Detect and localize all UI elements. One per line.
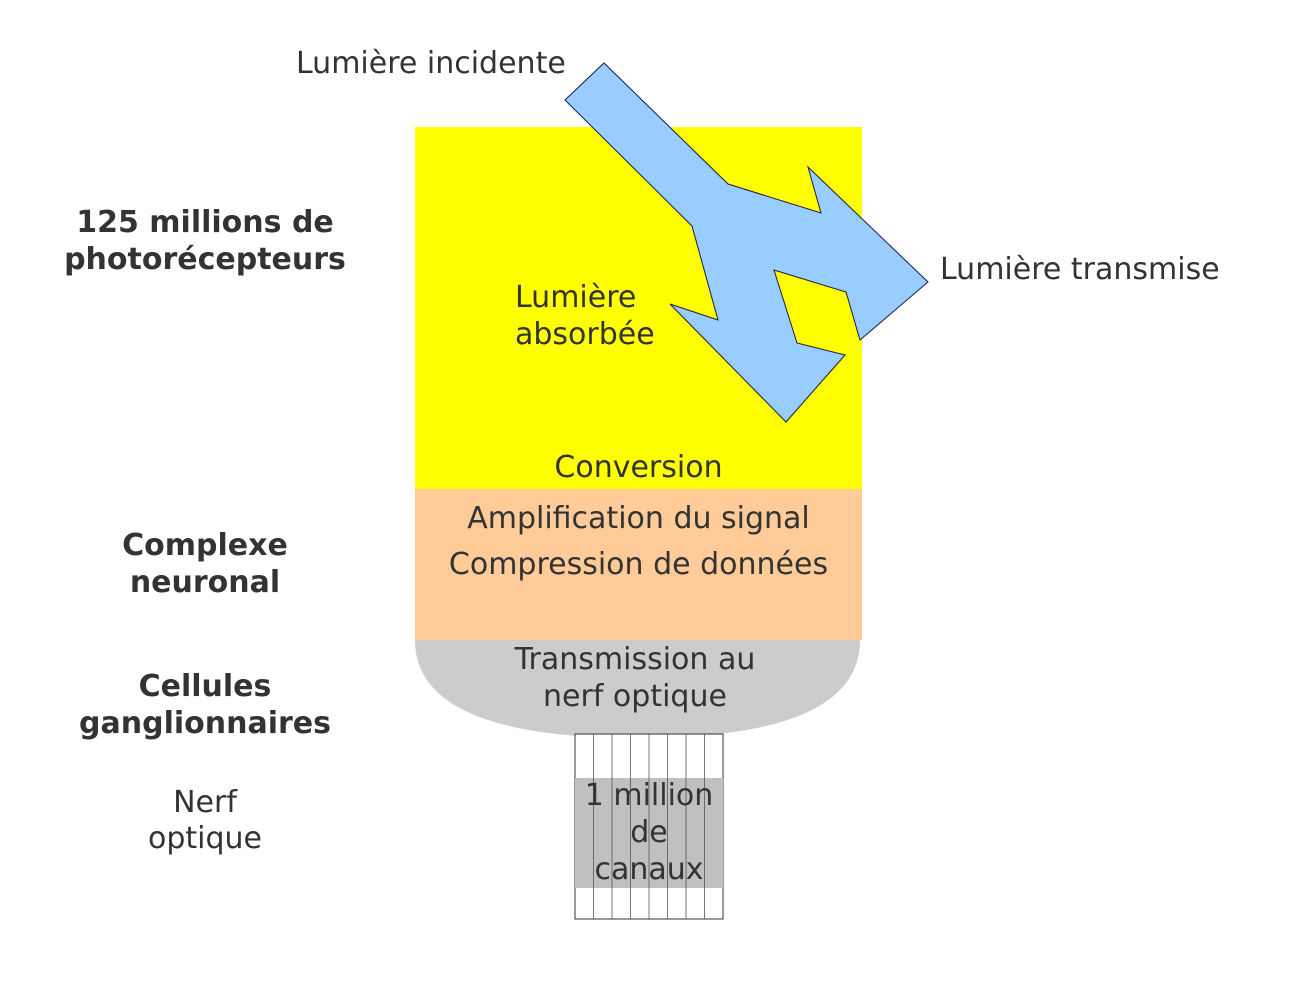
photoreceptors-label-line2: photorécepteurs bbox=[64, 242, 346, 277]
absorbed-light-label-line2: absorbée bbox=[515, 317, 655, 352]
ganglion-cells-label-line2: ganglionnaires bbox=[79, 706, 331, 741]
channels-text-line1: 1 million bbox=[584, 778, 714, 813]
signal-amplification-text: Amplification du signal bbox=[467, 501, 810, 536]
neural-complex-label-line2: neuronal bbox=[129, 565, 281, 600]
optic-nerve-label-line2: optique bbox=[147, 821, 262, 856]
optic-nerve-bundle bbox=[574, 733, 724, 920]
channels-text-line2: de bbox=[630, 815, 668, 850]
conversion-text: Conversion bbox=[554, 450, 723, 485]
transmitted-light-label: Lumière transmise bbox=[940, 252, 1220, 287]
neural-layer-text: Amplification du signal Compression de d… bbox=[415, 496, 862, 588]
nerve-fibers-icon bbox=[593, 734, 705, 919]
light-path-arrow bbox=[564, 62, 929, 423]
neural-complex-label: Complexe neuronal bbox=[40, 527, 370, 601]
neural-complex-label-line1: Complexe bbox=[122, 528, 288, 563]
neural-complex-layer bbox=[415, 489, 862, 640]
channels-text: 1 million de canaux bbox=[575, 777, 723, 888]
photoreceptors-label: 125 millions de photorécepteurs bbox=[40, 204, 370, 278]
photoreceptors-label-line1: 125 millions de bbox=[76, 205, 334, 240]
absorbed-light-label-line1: Lumière bbox=[515, 280, 637, 315]
ganglion-cells-label-line1: Cellules bbox=[138, 669, 272, 704]
transmission-text-line1: Transmission au bbox=[514, 642, 756, 677]
channels-text-line3: canaux bbox=[594, 852, 704, 887]
ganglion-cell-layer bbox=[415, 640, 860, 738]
incident-light-label: Lumière incidente bbox=[296, 46, 566, 81]
transmission-text-line2: nerf optique bbox=[543, 679, 727, 714]
ganglion-cells-label: Cellules ganglionnaires bbox=[40, 668, 370, 742]
optic-nerve-label: Nerf optique bbox=[40, 785, 370, 857]
absorbed-light-label: Lumière absorbée bbox=[515, 279, 655, 353]
optic-nerve-label-line1: Nerf bbox=[173, 785, 237, 820]
data-compression-text: Compression de données bbox=[448, 547, 829, 582]
ganglion-layer-text: Transmission au nerf optique bbox=[415, 641, 855, 715]
photoreceptor-layer bbox=[415, 127, 862, 489]
